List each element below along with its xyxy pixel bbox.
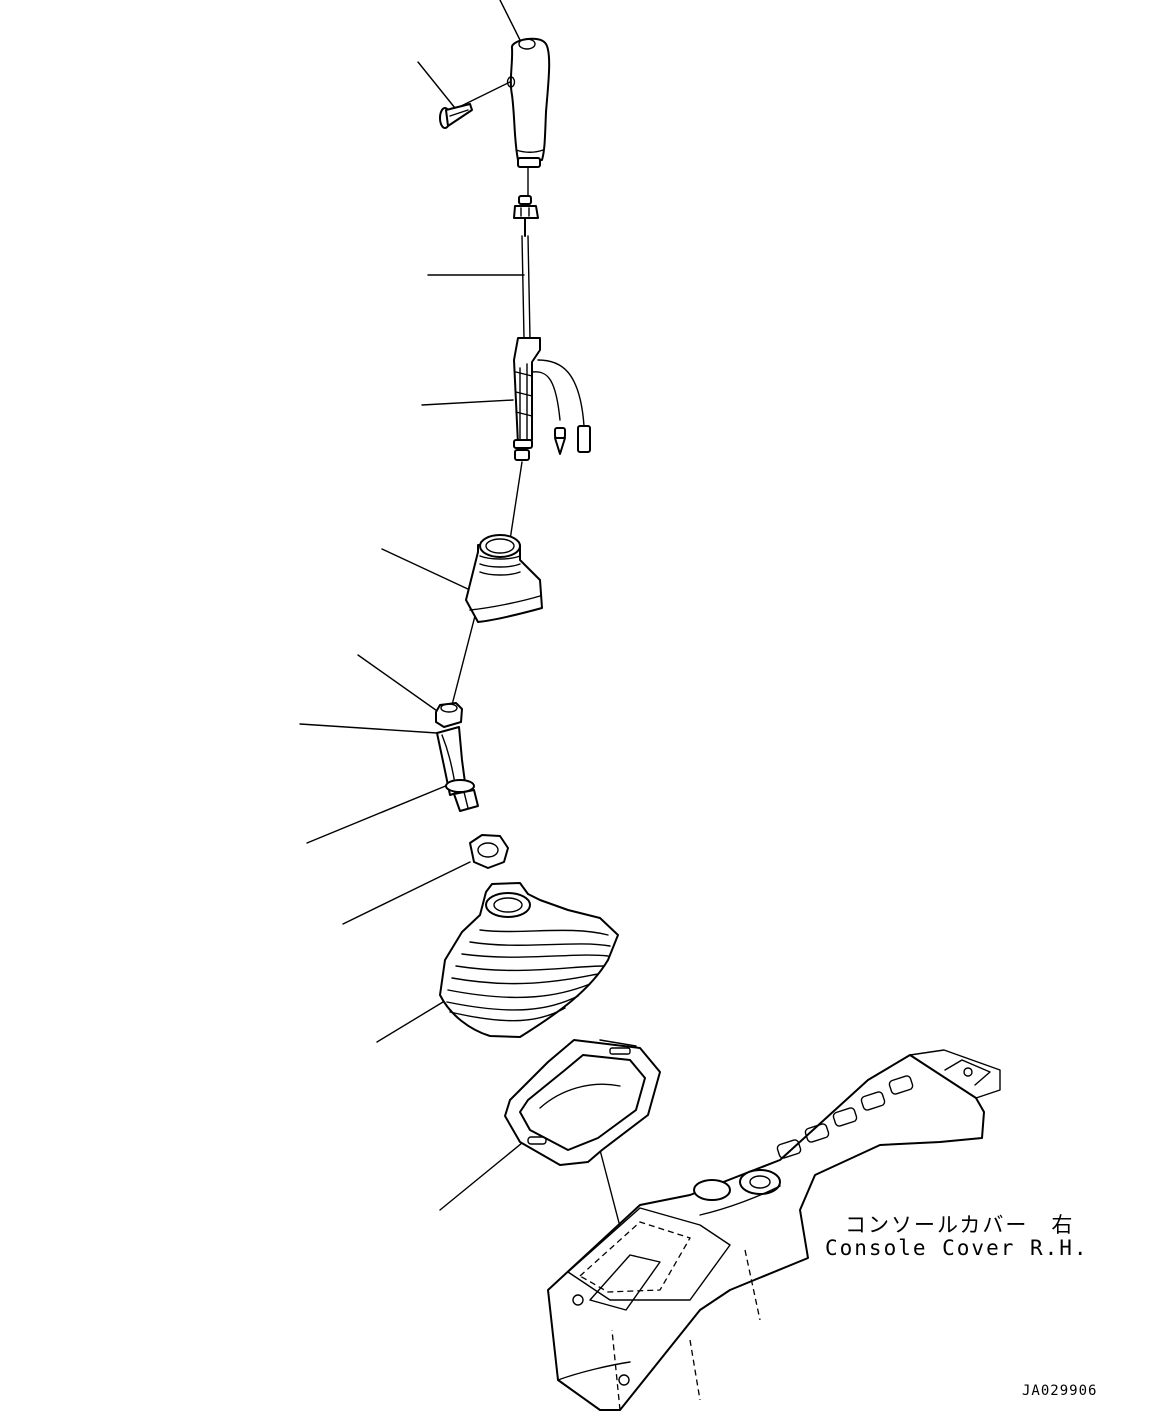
console-switch-slots <box>776 1075 914 1159</box>
lower-nut <box>469 834 509 869</box>
leader-line-screw <box>417 61 456 109</box>
boot-frame <box>504 1039 661 1166</box>
lever-shaft <box>436 726 479 812</box>
switch-cable <box>513 195 539 339</box>
leader-line-lever <box>299 723 438 734</box>
boot-to-nut-line <box>451 611 477 706</box>
leader-lines <box>299 0 525 1211</box>
wire-harness <box>513 337 591 461</box>
leader-line-boot-upper <box>381 548 471 591</box>
bellows-boot <box>439 882 619 1038</box>
lever-knob <box>506 37 551 168</box>
screw <box>439 103 473 129</box>
upper-boot <box>465 534 543 623</box>
leader-line-harness <box>421 399 514 406</box>
console-cover-label-ja: コンソールカバー 右 <box>845 1213 1075 1237</box>
lever-top-nut <box>435 702 463 728</box>
leader-line-nut-lower <box>342 861 471 925</box>
drawing-code: JA029906 <box>1022 1383 1098 1399</box>
console-cover-label-en: Console Cover R.H. <box>825 1236 1089 1260</box>
console-cover-rh <box>547 1049 1001 1411</box>
leader-line-nut <box>357 654 441 714</box>
leader-line-bellows <box>376 1001 444 1043</box>
leader-line-knob <box>499 0 521 41</box>
leader-line-washer <box>306 784 449 844</box>
leader-line-frame <box>439 1142 523 1211</box>
harness-to-boot-line <box>509 461 523 541</box>
